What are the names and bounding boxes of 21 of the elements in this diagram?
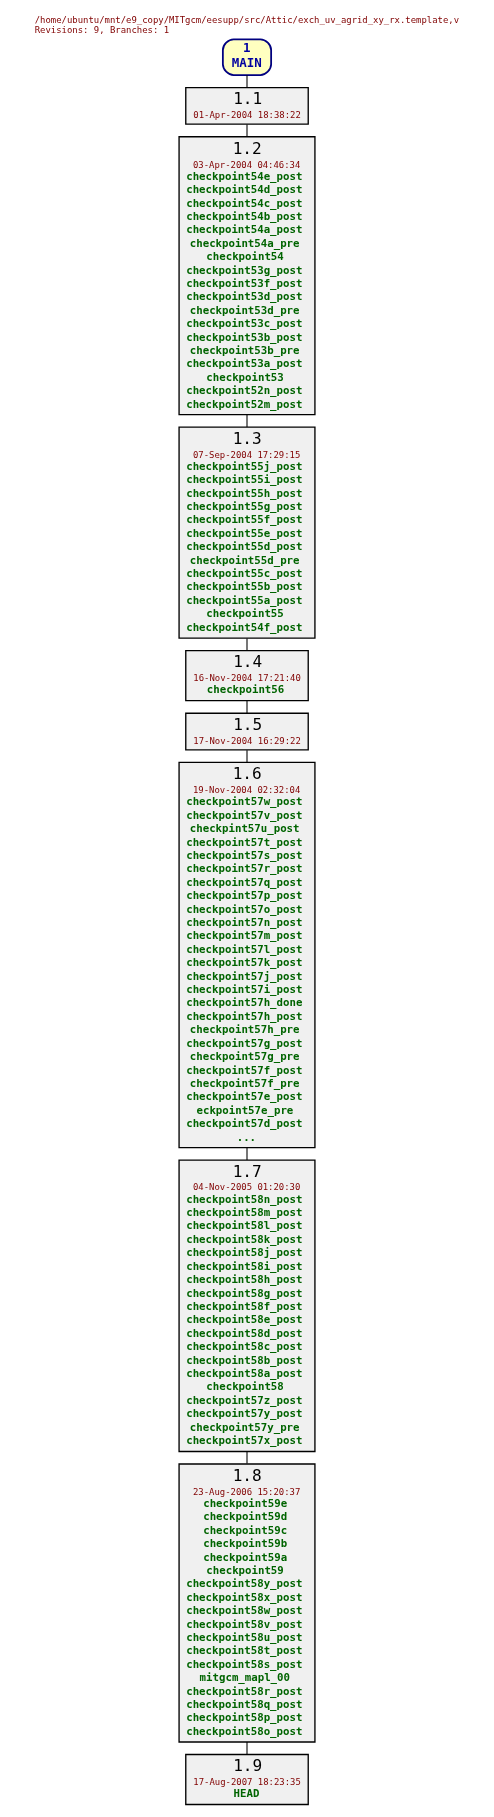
- node-box: 1.7 04-Nov-2005 01:20:30 checkpoint58n_post checkpoint58m_post checkpoint58l_post checkpoint58k_post checkpoint58j_post checkpoint58i_post checkpoint58h_post checkpoint58g_post checkpoint58f_post checkpoint58e_post checkpoint58d_post checkpoint58c_post checkpoint58b_post checkpoint58a_post checkpoint58 checkpoint57z_post checkpoint57y_post checkpoint57y_pre checkpoint57x_post: [178, 1159, 316, 1453]
- connector: [246, 749, 248, 763]
- connector: [246, 637, 248, 651]
- connector: [246, 414, 248, 428]
- node-box: 1.5 17-Nov-2004 16:29:22: [185, 712, 309, 751]
- node-box: 1.8 23-Aug-2006 15:20:37 checkpoint59e checkpoint59d checkpoint59c checkpoint59b checkpoint59a checkpoint59 checkpoint58y_post checkpoint58x_post checkpoint58w_post checkpoint58v_post checkpoint58u_post checkpoint58t_post checkpoint58s_post mitgcm_mapl_00 checkpoint58r_post checkpoint58q_post checkpoint58p_post checkpoint58o_post: [178, 1463, 316, 1743]
- caption: Revisions: 9, Branches: 1: [34, 25, 170, 36]
- connector: [246, 700, 248, 714]
- node-box: 1.9 17-Aug-2007 18:23:35 HEAD: [185, 1753, 309, 1806]
- node-box: 1.6 19-Nov-2004 02:32:04 checkpoint57w_post checkpoint57v_post checkpint57u_post checkpoint57t_post checkpoint57s_post checkpoint57r_post checkpoint57q_post checkpoint57p_post checkpoint57o_post checkpoint57n_post checkpoint57m_post checkpoint57l_post checkpoint57k_post checkpoint57j_post checkpoint57i_post checkpoint57h_done checkpoint57h_post checkpoint57h_pre checkpoint57g_post checkpoint57g_pre checkpoint57f_post checkpoint57f_pre checkpoint57e_post eckpoint57e_pre checkpoint57d_post ...: [178, 761, 316, 1149]
- connector: [246, 1147, 248, 1161]
- diagram-title: /home/ubuntu/mnt/e9_copy/MITgcm/eesupp/src/Attic/exch_uv_agrid_xy_rx.template,v: [34, 15, 460, 26]
- node-box: 1.2 03-Apr-2004 04:46:34 checkpoint54e_post checkpoint54d_post checkpoint54c_post checkpoint54b_post checkpoint54a_post checkpoint54a_pre checkpoint54 checkpoint53g_post checkpoint53f_post checkpoint53d_post checkpoint53d_pre checkpoint53c_post checkpoint53b_post checkpoint53b_pre checkpoint53a_post checkpoint53 checkpoint52n_post checkpoint52m_post: [178, 136, 316, 416]
- connector: [246, 74, 248, 88]
- node-box: 1 MAIN: [221, 38, 273, 76]
- connector: [246, 123, 248, 138]
- node-box: 1.4 16-Nov-2004 17:21:40 checkpoint56: [185, 649, 309, 702]
- connector: [246, 1741, 248, 1755]
- node-box: 1.1 01-Apr-2004 18:38:22: [185, 86, 309, 125]
- node-box: 1.3 07-Sep-2004 17:29:15 checkpoint55j_post checkpoint55i_post checkpoint55h_post checkpoint55g_post checkpoint55f_post checkpoint55e_post checkpoint55d_post checkpoint55d_pre checkpoint55c_post checkpoint55b_post checkpoint55a_post checkpoint55 checkpoint54f_post: [178, 426, 316, 639]
- connector: [246, 1451, 248, 1465]
